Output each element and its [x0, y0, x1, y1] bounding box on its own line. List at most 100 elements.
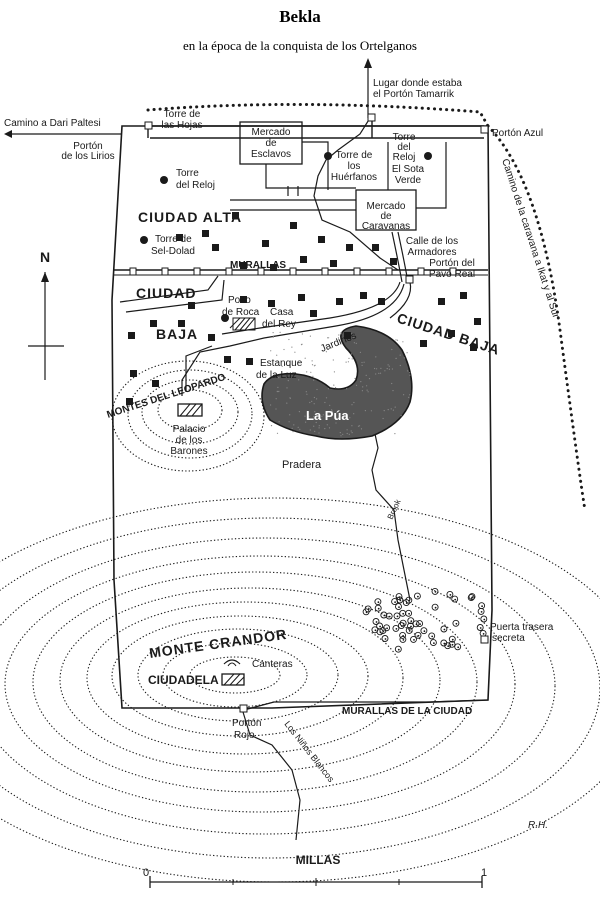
porton-rojo-gate	[240, 705, 247, 712]
label-mercado-caravanas-3: Caravanas	[362, 221, 410, 232]
building	[208, 334, 215, 341]
lake-stipple	[352, 432, 353, 433]
lake-stipple	[277, 391, 278, 392]
lake-stipple	[409, 394, 410, 395]
lake-stipple	[383, 418, 384, 419]
building	[130, 370, 137, 377]
lake-stipple	[369, 378, 370, 379]
lake-stipple	[408, 397, 409, 398]
lake-stipple	[288, 339, 289, 340]
lake-stipple	[354, 378, 355, 379]
building	[212, 244, 219, 251]
lake-stipple	[301, 344, 302, 345]
building	[372, 244, 379, 251]
lake-stipple	[356, 385, 357, 386]
label-torre-reloj-sota-3: Reloj	[393, 152, 416, 163]
label-estanque-1: Estanque	[260, 358, 303, 369]
tree-center	[419, 623, 421, 625]
lake-stipple	[313, 380, 314, 381]
lake-stipple	[351, 425, 352, 426]
tree-center	[481, 605, 483, 607]
lake-stipple	[392, 368, 393, 369]
lake-stipple	[270, 404, 271, 405]
lake-stipple	[349, 417, 350, 418]
lake-stipple	[346, 362, 347, 363]
label-porton-rojo-2: Rojo	[234, 730, 255, 741]
lake-stipple	[348, 361, 349, 362]
lake-stipple	[333, 359, 334, 360]
lake-stipple	[402, 341, 403, 342]
tree-center	[399, 600, 401, 602]
porton-tamarrik-gate	[368, 114, 375, 121]
label-calle-armadores-1: Calle de los	[406, 236, 458, 247]
lake-stipple	[289, 421, 290, 422]
lake-stipple	[340, 432, 341, 433]
lake-stipple	[352, 358, 353, 359]
lake-stipple	[361, 428, 362, 429]
building	[300, 256, 307, 263]
lake-stipple	[366, 375, 367, 376]
porton-azul-gate	[481, 126, 488, 133]
west-arrow-icon	[4, 130, 12, 138]
tree-center	[410, 626, 412, 628]
tree-center	[433, 642, 435, 644]
label-estanque-2: de la Luz	[256, 370, 297, 381]
tree-center	[480, 627, 482, 629]
lake-stipple	[310, 336, 311, 337]
tree-center	[385, 638, 387, 640]
tree-center	[396, 628, 398, 630]
lake-stipple	[324, 402, 325, 403]
tree-center	[398, 649, 400, 651]
tree-center	[394, 601, 396, 603]
tree-center	[418, 635, 420, 637]
lake-stipple	[388, 409, 389, 410]
tree-center	[376, 621, 378, 623]
lake-stipple	[387, 368, 388, 369]
tree-center	[424, 630, 426, 632]
lake-stipple	[306, 394, 307, 395]
lake-stipple	[290, 398, 291, 399]
lake-stipple	[306, 371, 307, 372]
lake-stipple	[392, 390, 393, 391]
compass-label: N	[40, 249, 50, 265]
building	[460, 292, 467, 299]
lake-stipple	[328, 337, 329, 338]
monte-crandor-contours	[0, 498, 600, 882]
tree-center	[417, 596, 419, 598]
lake-stipple	[289, 414, 290, 415]
lake-stipple	[360, 381, 361, 382]
lake-stipple	[299, 429, 300, 430]
label-murallas-ciudad: MURALLAS DE LA CIUDAD	[342, 706, 472, 717]
lake-stipple	[397, 340, 398, 341]
tree-center	[379, 626, 381, 628]
lake-stipple	[391, 408, 392, 409]
lake-stipple	[364, 362, 365, 363]
building	[420, 340, 427, 347]
lake-stipple	[389, 366, 390, 367]
label-porton-rojo-1: Portón	[232, 718, 261, 729]
tree-center	[435, 591, 437, 593]
label-casa-rey-1: Casa	[270, 307, 294, 318]
label-torre-sel-1: Torre de	[155, 234, 192, 245]
casa-del-rey-hatch	[230, 318, 255, 330]
tamarrik-arrow-icon	[364, 58, 372, 68]
label-torre-reloj-1: Torre	[176, 168, 199, 179]
building	[152, 380, 159, 387]
lake-stipple	[389, 369, 390, 370]
lake-stipple	[368, 391, 369, 392]
compass-rose	[28, 272, 64, 380]
label-torre-reloj-sota-5: Verde	[395, 175, 422, 186]
label-calle-armadores-2: Armadores	[408, 247, 457, 258]
building	[474, 318, 481, 325]
scale-bar	[150, 876, 482, 888]
label-torre-sel-2: Sel-Dolad	[151, 246, 195, 257]
lake-stipple	[365, 410, 366, 411]
building	[246, 358, 253, 365]
lake-stipple	[305, 358, 306, 359]
tree-center	[389, 616, 391, 618]
label-murallas: MURALLAS	[230, 260, 286, 271]
wall-tower	[354, 268, 360, 275]
tree-center	[454, 599, 456, 601]
lake-stipple	[341, 333, 342, 334]
lake-stipple	[291, 347, 292, 348]
